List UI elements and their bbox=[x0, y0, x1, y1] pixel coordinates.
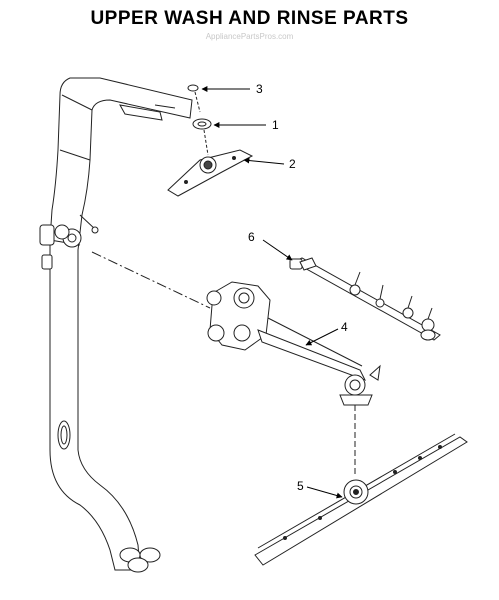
callout-3: 3 bbox=[256, 82, 263, 96]
watermark: AppliancePartsPros.com bbox=[205, 32, 294, 41]
connector-line bbox=[91, 251, 211, 309]
leader-lines bbox=[201, 86, 343, 499]
callout-1: 1 bbox=[272, 118, 279, 132]
part-4-manifold-assembly-illustration bbox=[206, 281, 381, 475]
callout-4: 4 bbox=[341, 320, 348, 334]
callout-2: 2 bbox=[289, 157, 296, 171]
part-2-spray-arm-illustration bbox=[167, 149, 254, 197]
callout-5: 5 bbox=[297, 479, 304, 493]
leader-4 bbox=[305, 328, 339, 346]
supply-tube-illustration bbox=[39, 77, 193, 573]
diagram-title: UPPER WASH AND RINSE PARTS bbox=[90, 8, 409, 29]
leader-6 bbox=[262, 239, 293, 261]
part-3-cap-illustration bbox=[187, 84, 201, 113]
part-1-bearing-illustration bbox=[192, 118, 212, 156]
leader-5 bbox=[306, 486, 343, 499]
callout-6: 6 bbox=[248, 230, 255, 244]
leader-2 bbox=[243, 157, 285, 165]
part-5-lower-spray-arm-illustration bbox=[254, 433, 468, 566]
part-6-manifold-illustration bbox=[289, 257, 441, 341]
